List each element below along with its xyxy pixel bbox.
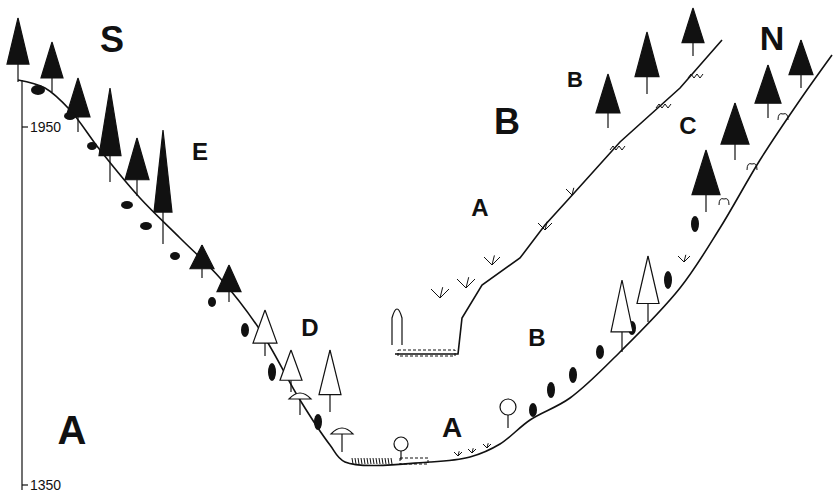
conifer-symbol <box>596 74 620 128</box>
zone-label: N <box>760 21 785 55</box>
zone-label: A <box>442 414 462 442</box>
zone-label: A <box>471 196 488 220</box>
shrub-symbol <box>691 216 699 232</box>
hatch-mark <box>352 458 353 464</box>
cushion-symbol <box>719 199 729 205</box>
grass-symbol <box>484 255 500 265</box>
hatch-mark <box>370 458 371 464</box>
conifer-symbol <box>41 42 63 92</box>
cushion-symbol <box>747 164 757 170</box>
shrub-symbol <box>314 414 322 430</box>
light-conifer-symbol <box>280 350 302 392</box>
shrub-symbol <box>664 271 672 289</box>
shrub-symbol <box>529 403 537 417</box>
hatch-mark <box>379 458 380 464</box>
light-conifer-symbol <box>319 350 341 412</box>
hatch-mark <box>361 458 362 464</box>
shrub-symbol <box>569 367 577 383</box>
grass-symbol <box>431 287 449 298</box>
dwarf-shrub-symbol <box>610 146 625 150</box>
conifer-symbol <box>154 130 172 244</box>
hatch-mark <box>373 458 374 464</box>
zone-label: B <box>494 104 520 140</box>
conifer-symbol <box>721 103 749 160</box>
round-tree-symbol <box>500 399 516 428</box>
conifer-symbol <box>66 78 90 132</box>
conifer-symbol <box>125 138 149 196</box>
conifer-symbol <box>755 65 781 118</box>
zone-label: A <box>58 410 87 450</box>
altitude-label: 1350 <box>30 478 61 492</box>
shrub-symbol <box>64 112 76 120</box>
scale-tick <box>22 126 28 127</box>
shrub-symbol <box>87 142 97 150</box>
shrub-symbol <box>547 382 555 398</box>
grass-symbol <box>538 222 552 230</box>
grass-symbol <box>566 188 578 195</box>
grass-symbol <box>678 255 690 262</box>
conifer-symbol <box>692 150 720 212</box>
zone-label: S <box>100 22 124 58</box>
grass-symbol <box>454 451 462 456</box>
conifer-symbol <box>99 88 121 182</box>
light-conifer-symbol <box>637 256 659 322</box>
conifer-symbol <box>7 18 29 82</box>
altitude-scale <box>21 80 22 490</box>
stream-bed <box>398 350 455 356</box>
shrub-symbol <box>140 222 152 230</box>
conifer-symbol <box>682 8 704 56</box>
shrub-symbol <box>596 345 604 359</box>
hatch-mark <box>382 458 383 464</box>
zone-label: E <box>192 140 208 164</box>
broadleaf-symbol <box>289 393 311 415</box>
round-tree-symbol <box>394 437 408 460</box>
dwarf-shrub-symbol <box>656 104 671 108</box>
hatch-mark <box>385 458 386 464</box>
inset-profile <box>395 40 722 354</box>
shrub-symbol <box>208 297 216 307</box>
dwarf-shrub-symbol <box>688 74 703 78</box>
conifer-symbol <box>217 265 241 302</box>
valley-profile <box>18 55 832 466</box>
shrub-symbol <box>121 201 133 209</box>
shrub-symbol <box>268 363 276 381</box>
hatch-mark <box>358 458 359 464</box>
shrub-symbol <box>241 323 249 337</box>
light-conifer-symbol <box>253 310 277 356</box>
hatch-mark <box>367 458 368 464</box>
zone-label: C <box>679 114 696 138</box>
grass-symbol <box>468 448 476 453</box>
conifer-symbol <box>190 245 214 278</box>
shrub-symbol <box>31 85 45 95</box>
stream-bed <box>400 458 428 464</box>
light-conifer-symbol <box>611 280 633 352</box>
cushion-symbol <box>778 114 788 120</box>
zone-label: D <box>301 316 318 340</box>
conifer-symbol <box>635 32 659 94</box>
grass-symbol <box>483 443 491 448</box>
conifer-symbol <box>789 40 813 88</box>
hatch-mark <box>364 458 365 464</box>
scale-tick <box>22 484 28 485</box>
zone-label: B <box>528 326 545 350</box>
broadleaf-symbol <box>331 428 353 452</box>
zone-label: B <box>567 69 583 91</box>
grass-symbol <box>457 277 475 288</box>
hatch-mark <box>355 458 356 464</box>
shrub-symbol <box>170 252 180 260</box>
hatch-mark <box>376 458 377 464</box>
altitude-label: 1950 <box>30 120 61 134</box>
hatch-mark <box>388 458 389 464</box>
hatch-mark <box>391 458 392 464</box>
column-symbol <box>392 309 402 345</box>
